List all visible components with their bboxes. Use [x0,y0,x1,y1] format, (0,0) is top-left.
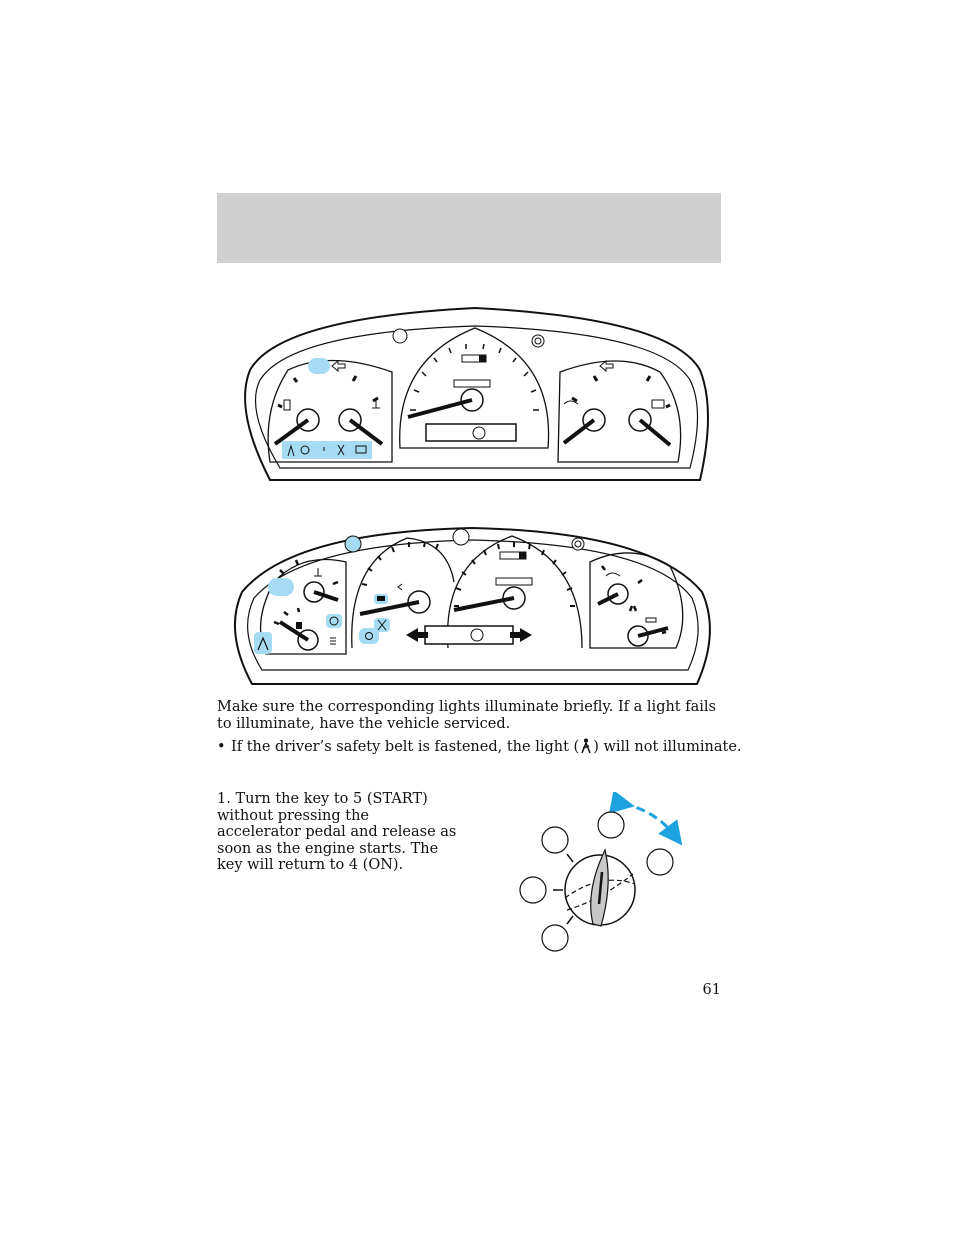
safety-belt-icon [287,444,295,457]
bullet-text-before: If the driver’s safety belt is fastened,… [231,739,580,755]
left-turn-arrow-icon [406,628,428,642]
oil-pressure-icon [563,400,579,405]
key-position-circle [519,876,547,904]
bullet-text-after: ) will not illuminate. [593,739,742,755]
tick-marker [397,583,403,591]
battery-icon [651,399,665,409]
airbag-icon [337,444,345,456]
airbag-icon [377,619,387,631]
odometer-display [425,423,517,442]
tachometer [351,537,455,649]
battery-icon [377,596,385,601]
bullet-dot: • [217,739,226,755]
page-number: 61 [702,982,721,998]
left-gauge-pod [267,358,393,463]
right-gauge-pod [589,552,684,649]
turn-signal-icon [599,359,614,373]
coolant-temp-icon [314,568,322,577]
warning-lights-strip [282,441,372,459]
headlamp-icon [330,637,336,645]
reset-knob [531,334,545,348]
key-position-circle [541,826,569,854]
brake-light [326,614,342,628]
key-position-circle [541,924,569,952]
odometer-display [424,625,514,645]
indicator-light [359,628,379,644]
rotation-arrow-icon [608,792,683,846]
fuel-icon [283,399,291,411]
left-gauge-pod [254,558,347,655]
speedometer [392,327,550,449]
highlight-pill [308,358,330,374]
oil-pressure-icon [605,572,621,577]
right-gauge-pod [557,359,682,463]
fog-lamp-icon [392,328,408,344]
brake-icon [300,445,310,455]
turn-signal-icon [331,359,346,373]
instrument-cluster-premium [233,526,711,685]
step-1-text: 1. Turn the key to 5 (START) without pre… [217,791,457,873]
safety-belt-light [254,632,272,654]
right-turn-arrow-icon [510,628,532,642]
speedometer [344,528,585,649]
safety-belt-bullet: • If the driver’s safety belt is fastened… [217,738,742,756]
header-band [217,193,721,263]
safety-belt-icon [581,738,591,754]
ignition-switch-diagram [519,792,683,952]
brake-icon [329,616,339,626]
dimmer-knob [571,537,585,551]
battery-icon [355,445,367,454]
brake-icon [365,632,373,640]
highlight-pill [268,578,294,596]
trip-reset-knob [452,528,470,546]
fuel-icon [296,622,302,629]
intro-paragraph: Make sure the corresponding lights illum… [217,699,716,732]
instrument-cluster-standard [244,306,709,481]
coolant-temp-icon [372,400,380,409]
key-position-circle [646,848,674,876]
safety-belt-icon [257,636,269,651]
battery-icon [645,617,657,623]
key-position-circle [597,811,625,839]
indicator-light-round [344,535,362,553]
